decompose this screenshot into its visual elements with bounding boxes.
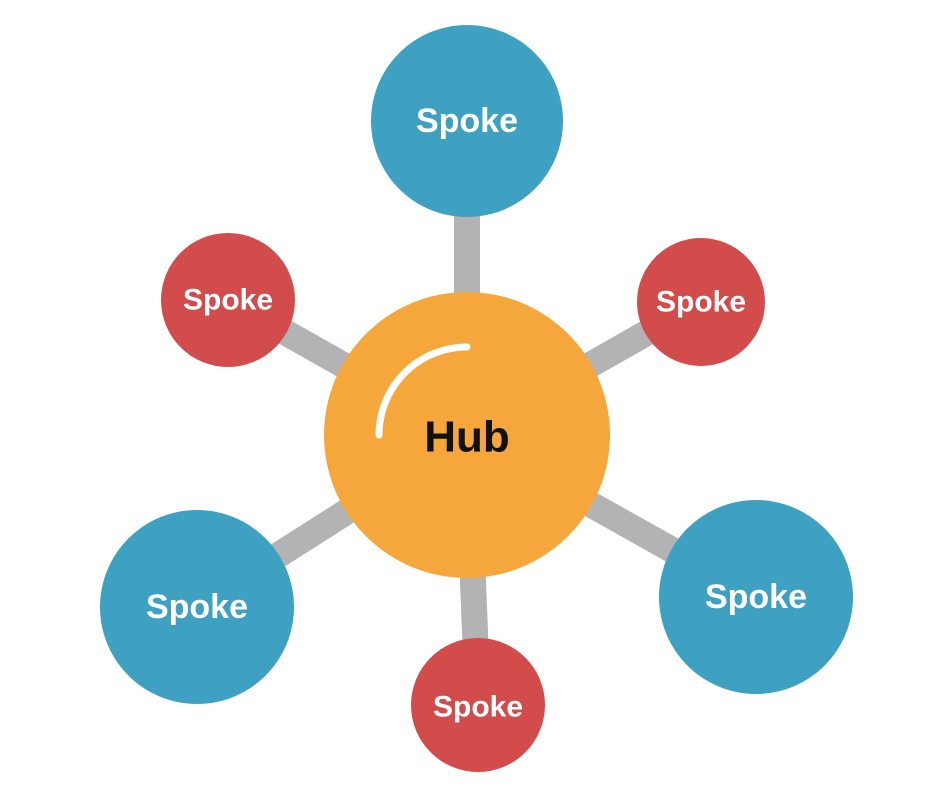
spoke-label-top: Spoke <box>416 102 518 140</box>
hub-label: Hub <box>424 413 510 462</box>
spoke-circle-bottom <box>411 638 545 772</box>
spoke-circle-top <box>371 25 563 217</box>
spoke-circle-lower-left <box>100 510 294 704</box>
spoke-label-lower-left: Spoke <box>146 588 248 626</box>
hub-highlight-arc <box>375 343 471 439</box>
hub-circle <box>324 292 610 578</box>
spoke-label-bottom: Spoke <box>433 691 523 724</box>
spoke-label-upper-left: Spoke <box>183 284 273 317</box>
spoke-circle-upper-right <box>637 238 765 366</box>
spoke-label-lower-right: Spoke <box>705 578 807 616</box>
spoke-circle-lower-right <box>659 500 853 694</box>
spoke-label-upper-right: Spoke <box>656 286 746 319</box>
spoke-circle-upper-left <box>161 233 295 367</box>
